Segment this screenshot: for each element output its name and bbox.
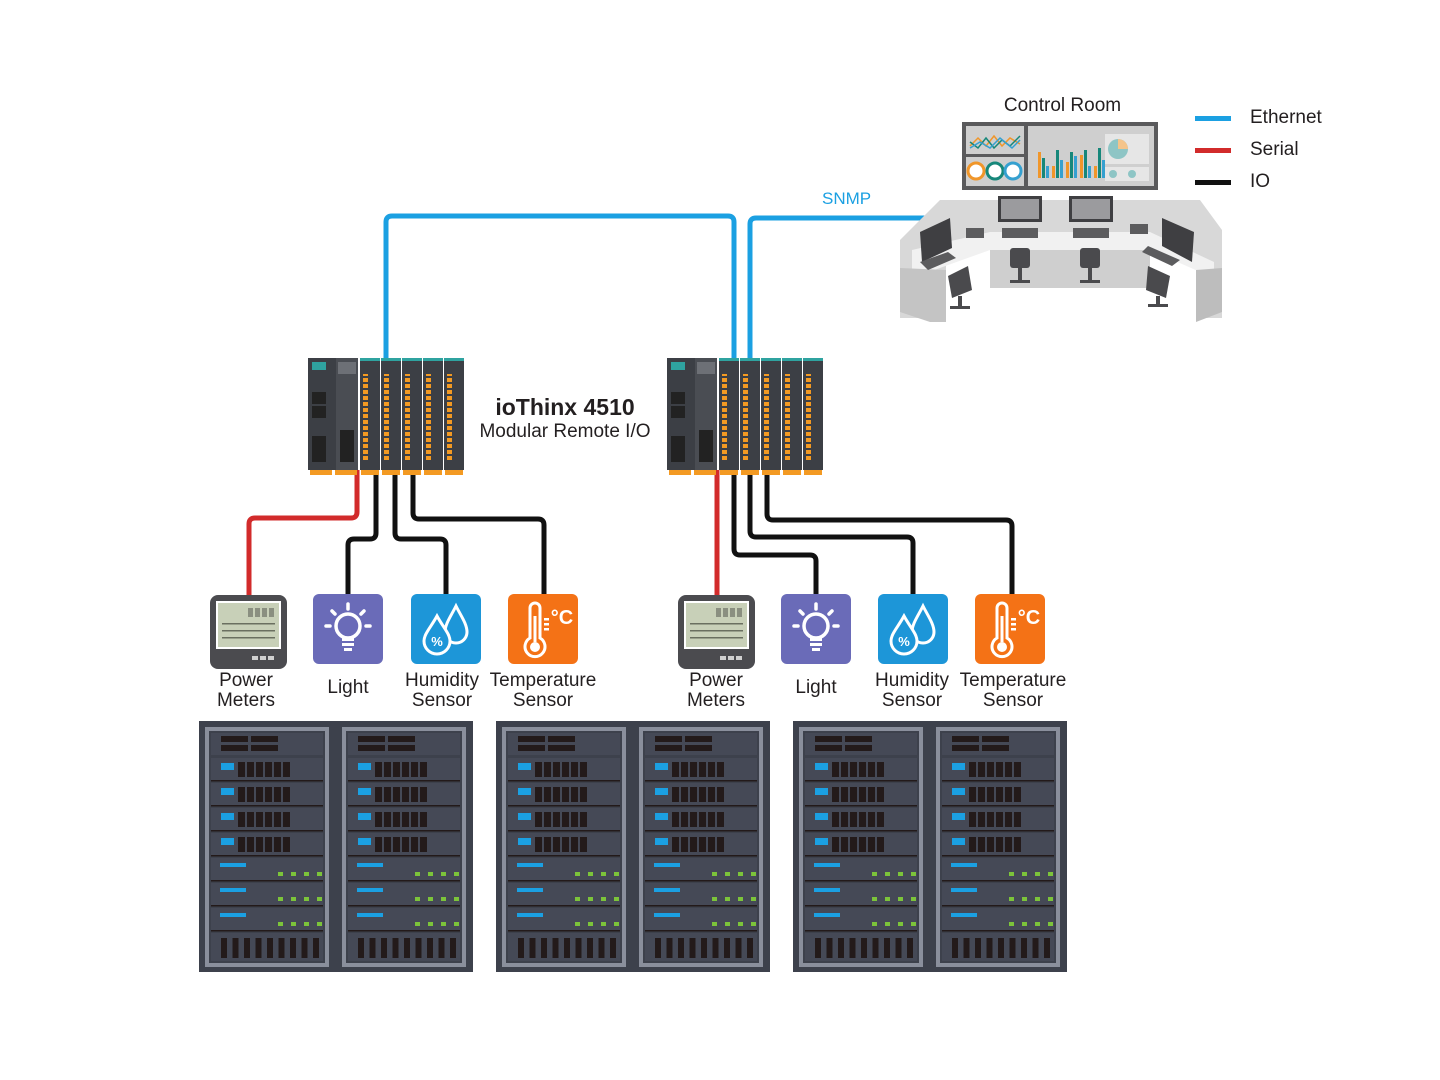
legend-item-serial: Serial bbox=[1195, 138, 1299, 162]
legend-swatch-ethernet bbox=[1195, 115, 1231, 121]
sensor-label-line: Temperature bbox=[489, 670, 597, 691]
device-subtitle: Modular Remote I/O bbox=[479, 421, 651, 442]
humidity-drop-icon bbox=[878, 593, 948, 663]
sensor-label-line: Temperature bbox=[959, 670, 1067, 691]
sensor-label-line: Light bbox=[327, 677, 369, 698]
ethernet-line-left-device bbox=[383, 213, 737, 360]
sensor-label: Light bbox=[766, 678, 866, 698]
legend-swatch-serial bbox=[1195, 147, 1231, 153]
sensor-label-line: Humidity bbox=[875, 670, 949, 691]
light-bulb-icon bbox=[313, 593, 383, 663]
sensor-label-line: Humidity bbox=[405, 670, 479, 691]
io-line-temperature-1 bbox=[410, 470, 547, 596]
sensor-label-line: Meters bbox=[686, 690, 746, 711]
sensor-label-line: Light bbox=[795, 677, 837, 698]
legend-label: IO bbox=[1250, 171, 1271, 192]
sensor-label-line: Meters bbox=[216, 690, 276, 711]
ethernet-line-snmp bbox=[747, 215, 942, 360]
sensor-label-line: Sensor bbox=[982, 690, 1044, 711]
legend-label: Ethernet bbox=[1250, 107, 1322, 128]
io-line-temperature-2 bbox=[764, 470, 1015, 596]
power-meter-icon bbox=[678, 593, 755, 667]
light-bulb-icon bbox=[781, 593, 851, 663]
humidity-drop-icon bbox=[411, 593, 481, 663]
sensor-label: Temperature Sensor bbox=[488, 671, 598, 711]
thermometer-icon bbox=[508, 593, 578, 663]
sensor-label-line: Power bbox=[219, 670, 273, 691]
sensor-label: Temperature Sensor bbox=[957, 671, 1069, 711]
io-line-light-2 bbox=[731, 470, 819, 596]
power-meter-icon bbox=[210, 593, 287, 667]
snmp-label: SNMP bbox=[822, 189, 872, 208]
sensor-label-line: Sensor bbox=[881, 690, 943, 711]
sensor-label-line: Sensor bbox=[512, 690, 574, 711]
sensor-label: Power Meters bbox=[666, 671, 766, 711]
sensor-label: Humidity Sensor bbox=[862, 671, 962, 711]
control-room-title: Control Room bbox=[1003, 95, 1122, 116]
io-line-humidity-1 bbox=[392, 470, 449, 596]
thermometer-icon bbox=[975, 593, 1045, 663]
serial-line-1 bbox=[246, 470, 360, 596]
sensor-label: Humidity Sensor bbox=[392, 671, 492, 711]
legend-item-io: IO bbox=[1195, 170, 1270, 194]
sensor-label: Power Meters bbox=[196, 671, 296, 711]
sensor-label: Light bbox=[298, 678, 398, 698]
sensor-label-line: Sensor bbox=[411, 690, 473, 711]
legend-item-ethernet: Ethernet bbox=[1195, 106, 1322, 130]
io-line-humidity-2 bbox=[747, 470, 916, 596]
device-name: ioThinx 4510 bbox=[495, 394, 635, 420]
io-line-light-1 bbox=[345, 470, 379, 596]
legend-swatch-io bbox=[1195, 179, 1231, 185]
sensor-label-line: Power bbox=[689, 670, 743, 691]
device-label: ioThinx 4510 Modular Remote I/O bbox=[470, 394, 660, 443]
legend-label: Serial bbox=[1250, 139, 1299, 160]
